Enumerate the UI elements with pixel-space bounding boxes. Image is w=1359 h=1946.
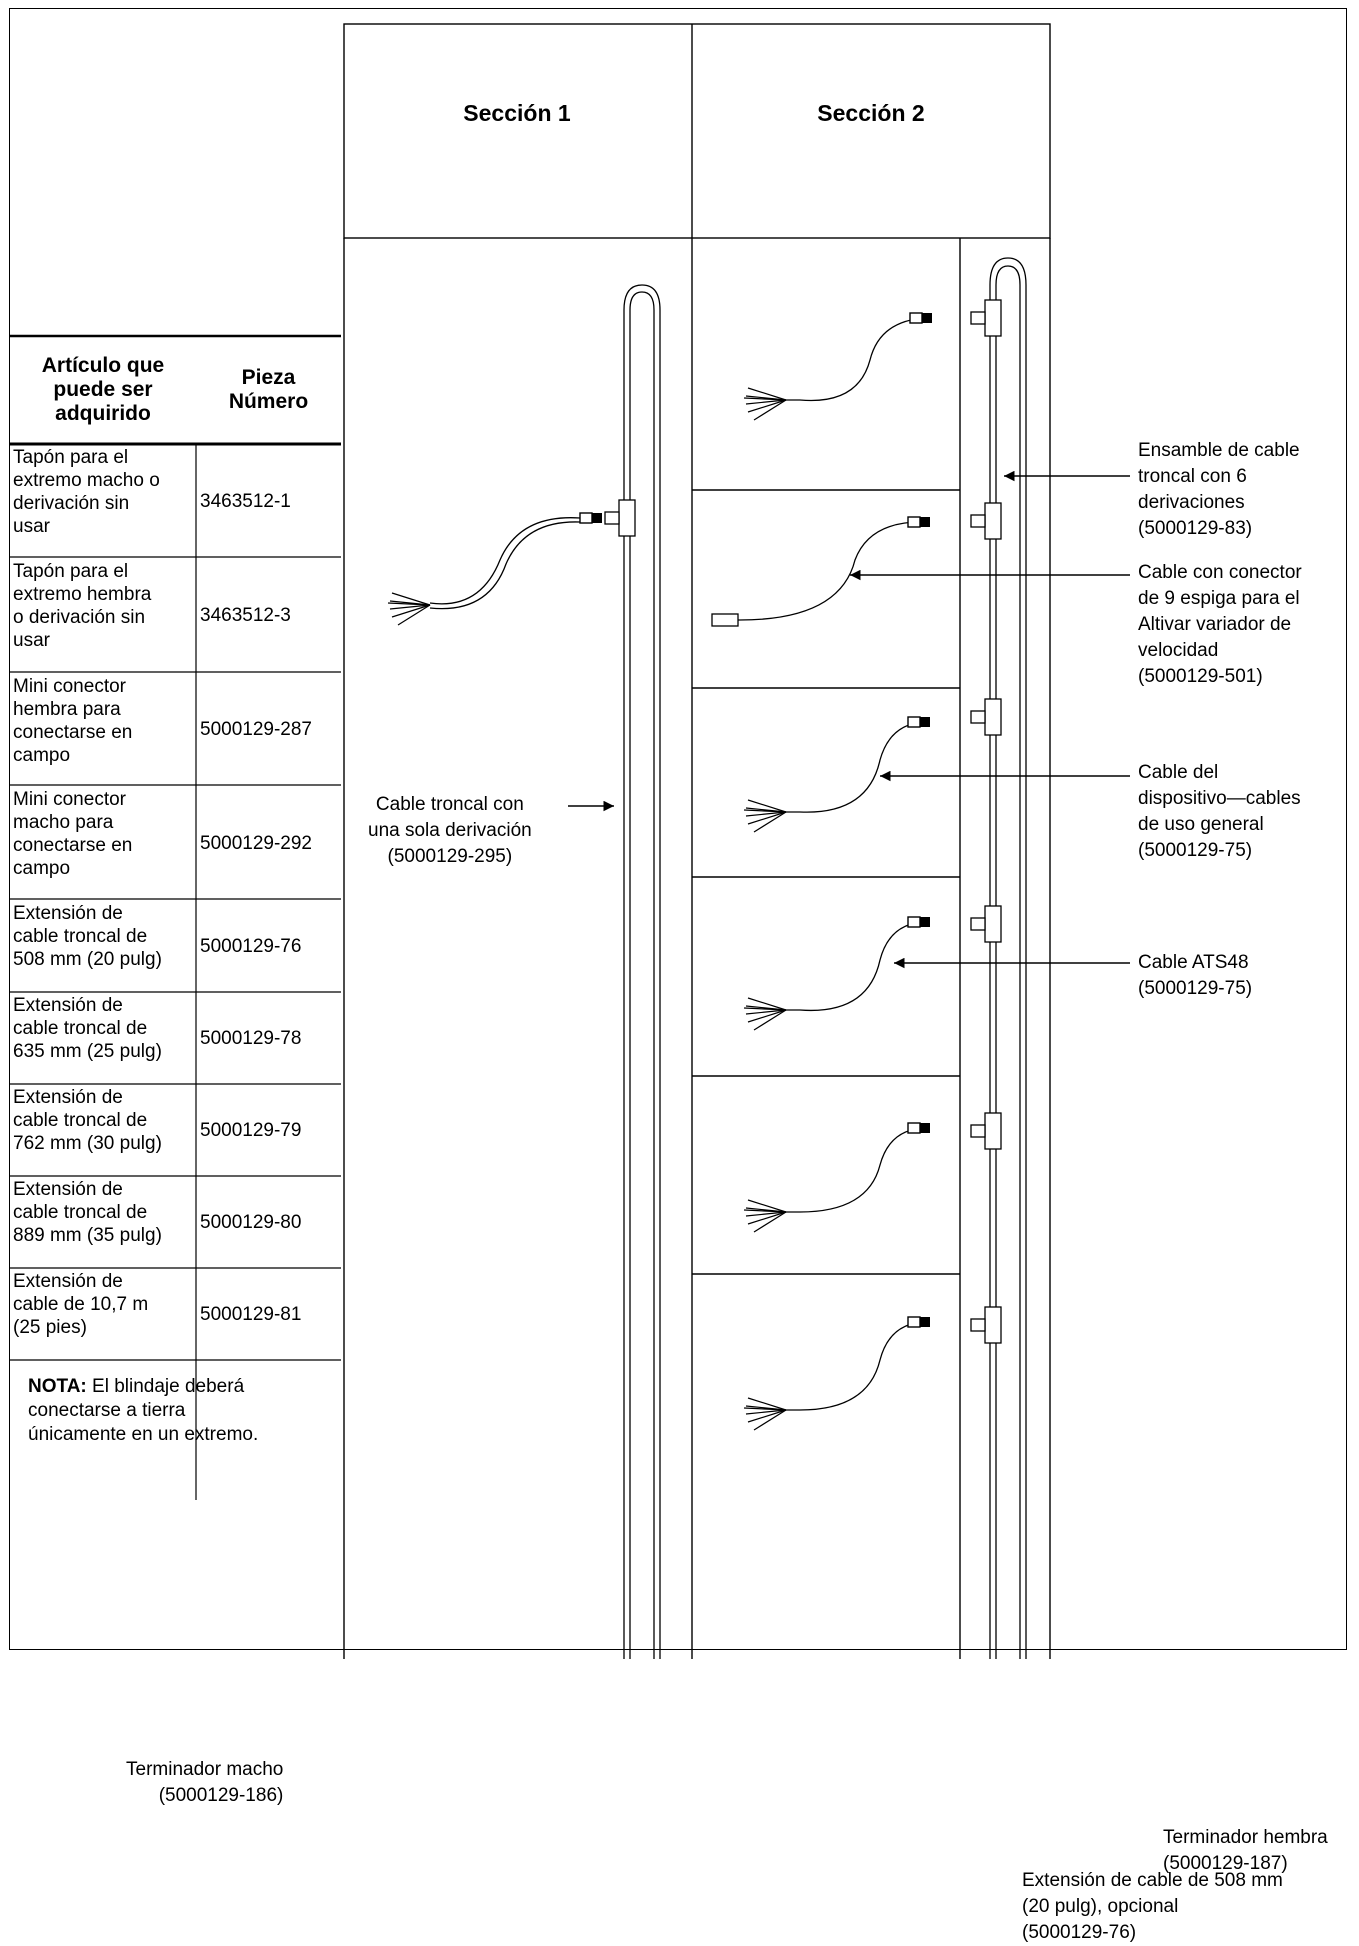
callout-extension: Extensión de cable de 508 mm(20 pulg), o… [1022,1870,1283,1943]
table-cell-part: 5000129-292 [200,833,312,854]
cabinet-outline [343,23,1051,1659]
table-header-part: Pieza Número [228,366,309,413]
table-cell-part: 3463512-3 [200,605,291,626]
table-cell-part: 5000129-81 [200,1304,302,1325]
table-cell-part: 5000129-78 [200,1028,302,1049]
diagram-frame [9,8,1347,1650]
drop-cables [715,317,928,1411]
table-cell-part: 3463512-1 [200,491,291,512]
parts-table-rules [9,334,341,1500]
section-1-title: Sección 1 [463,100,571,126]
callout-ats48: Cable ATS48(5000129-75) [1138,952,1253,999]
table-cell-part: 5000129-76 [200,936,302,957]
table-cell-part: 5000129-79 [200,1120,302,1141]
table-cell-part: 5000129-80 [200,1212,302,1233]
section-2-title: Sección 2 [817,100,925,126]
section1-trunk-cable [623,284,661,1659]
section2-trunk-cable [989,257,1027,1659]
callout-male-term: Terminador macho(5000129-186) [126,1759,284,1806]
note-text: NOTA: El blindaje deberá conectarse a ti… [28,1376,259,1445]
wiring-drawing [9,23,1130,1659]
table-header-item: Artículo que puede ser adquirido [41,354,165,425]
table-cell-part: 5000129-287 [200,719,312,740]
